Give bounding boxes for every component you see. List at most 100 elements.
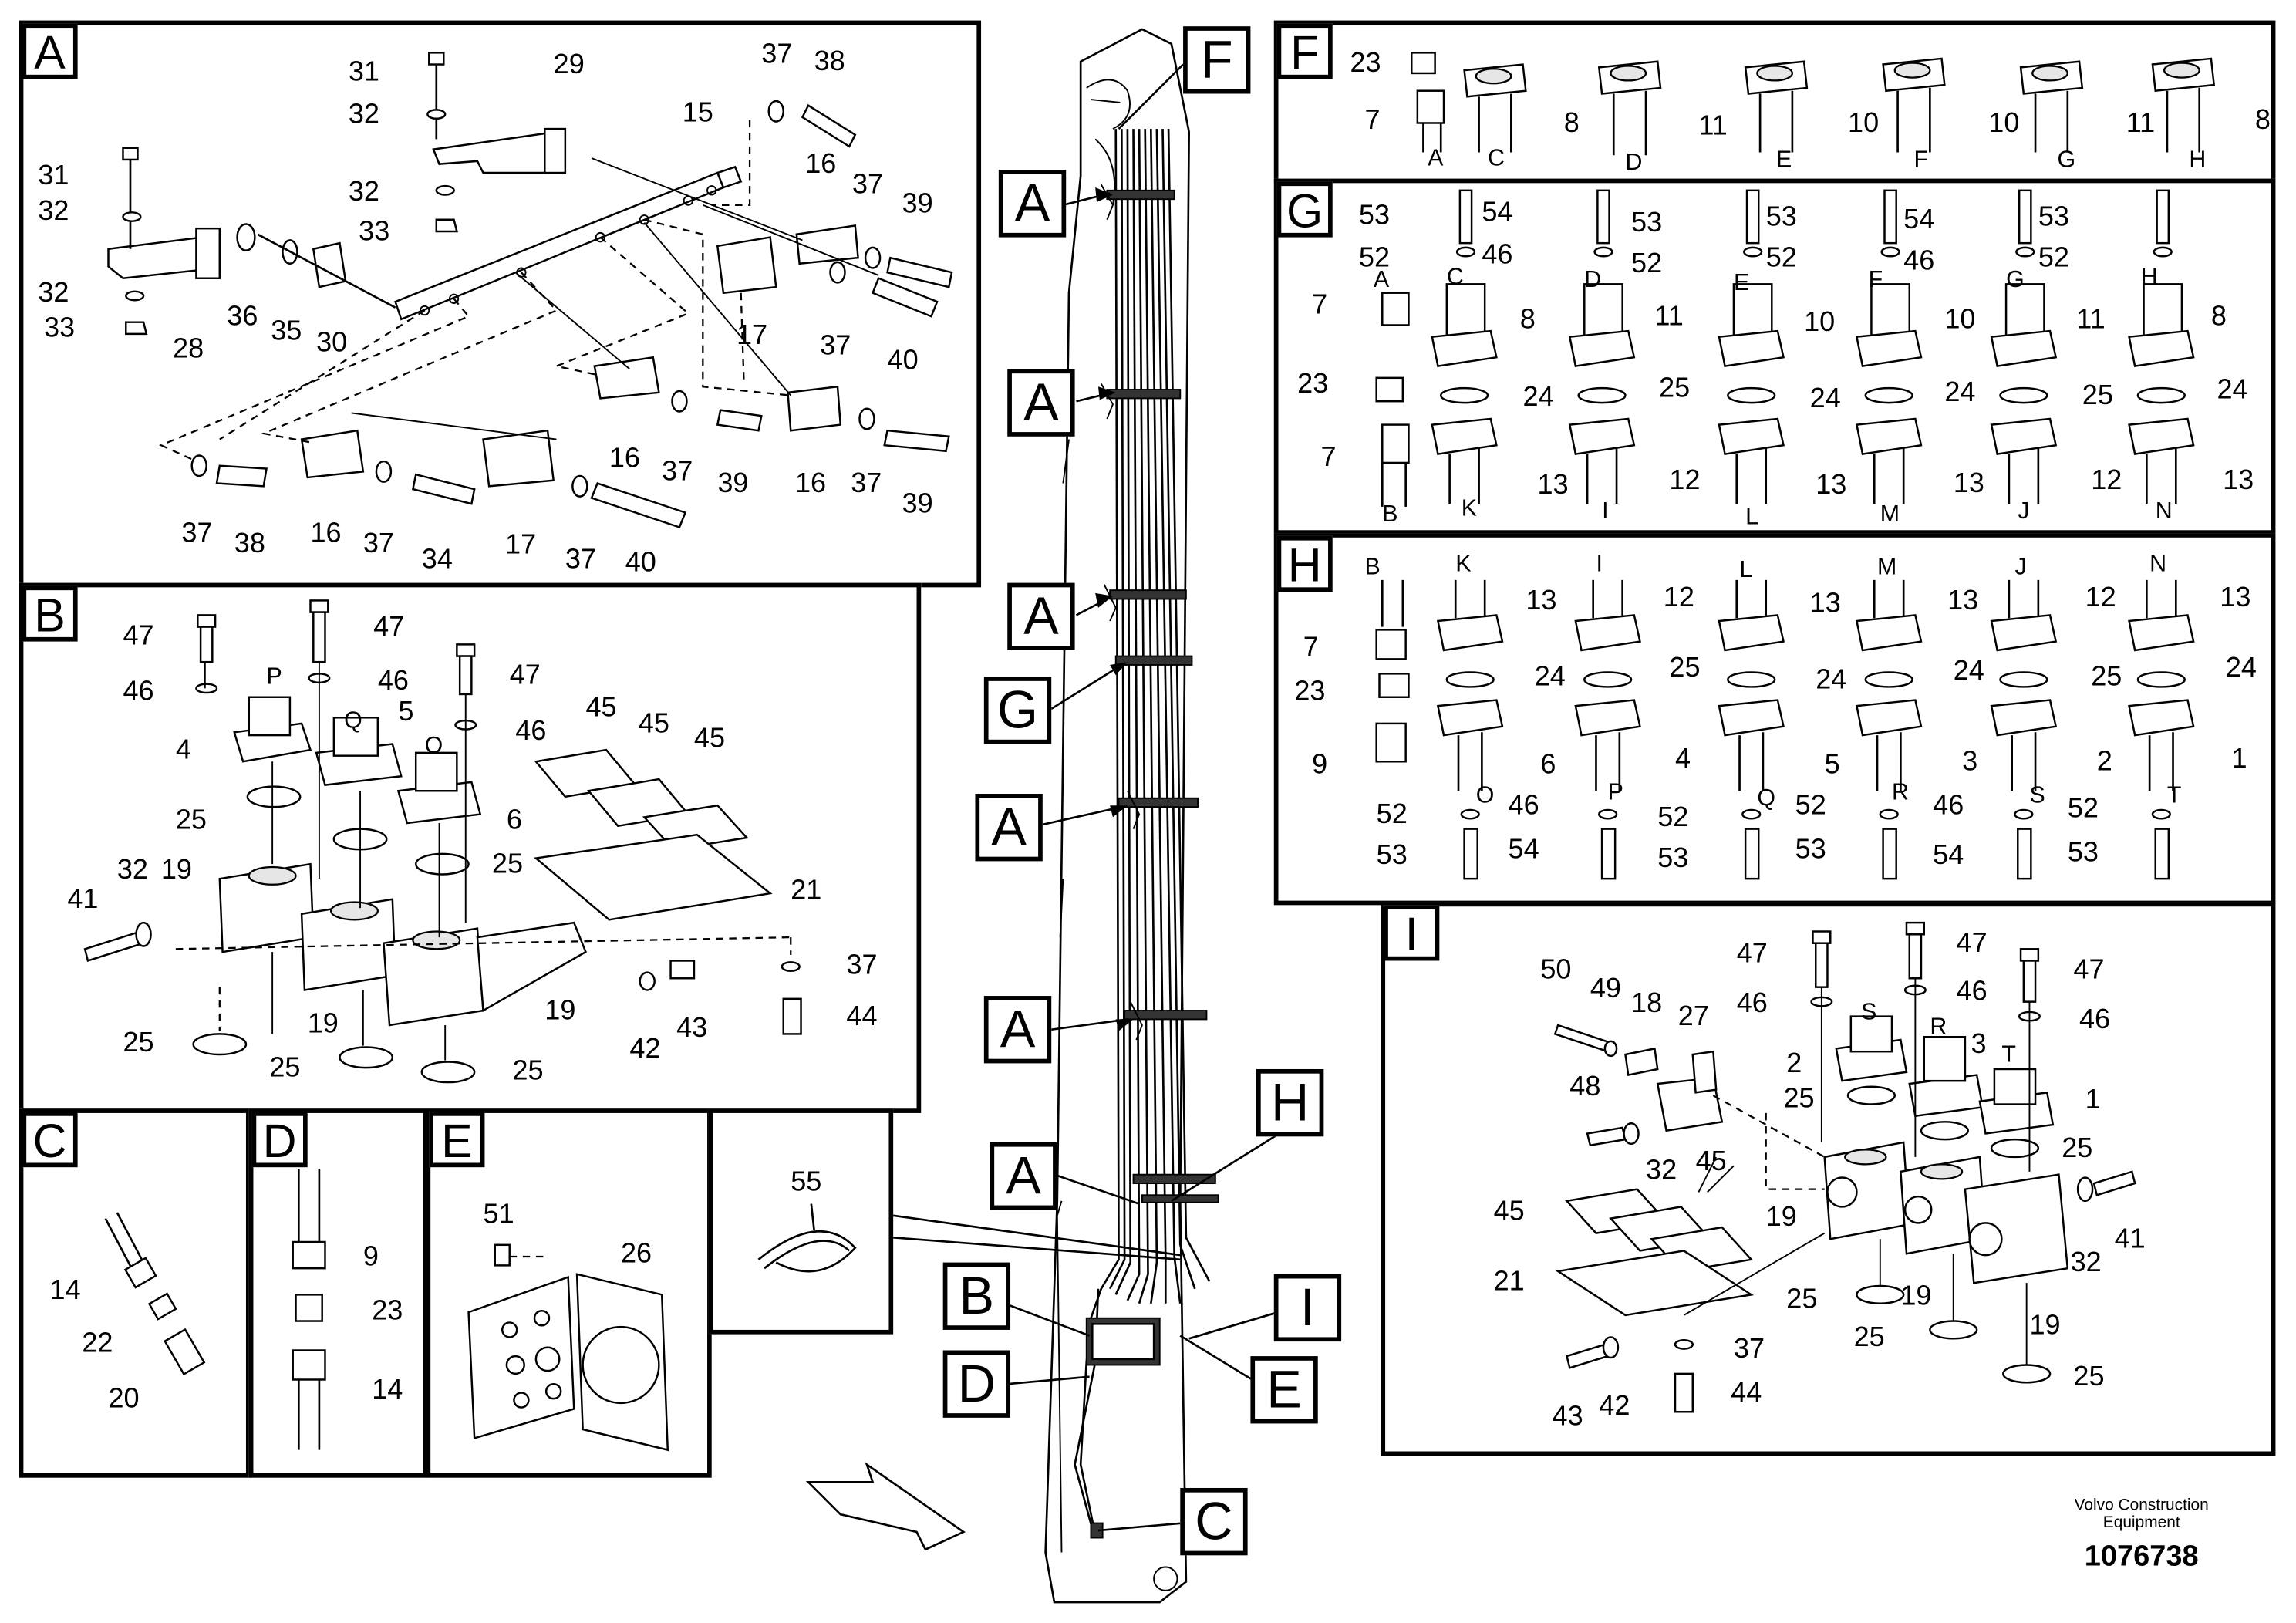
part-label-a-34: 37 [565, 543, 596, 575]
letter-label-h-12: T [2167, 782, 2182, 808]
callout-a-6: A [990, 1142, 1057, 1210]
part-label-c-2: 20 [108, 1382, 139, 1414]
letter-label-h-7: O [1476, 782, 1495, 808]
part-label-i-19: 19 [1766, 1200, 1797, 1232]
panel-e-art [467, 1243, 669, 1452]
part-label-a-29: 38 [234, 527, 265, 558]
part-label-i-27: 19 [2029, 1309, 2060, 1341]
part-label-a-35: 40 [625, 545, 656, 577]
part-label-i-31: 25 [2073, 1360, 2104, 1392]
part-label-f-2: 8 [1564, 106, 1580, 138]
panel-label-d: D [251, 1112, 308, 1168]
part-label-h-28: 54 [1509, 833, 1539, 865]
part-label-d-1: 23 [372, 1294, 403, 1326]
part-label-i-15: 25 [2062, 1132, 2092, 1163]
part-label-tie-0: 55 [791, 1166, 821, 1197]
part-label-b-26: 44 [846, 1000, 877, 1031]
letter-label-g-9: I [1602, 498, 1608, 524]
part-label-g-3: 53 [1766, 200, 1797, 231]
part-label-h-30: 53 [1795, 833, 1826, 865]
part-label-b-14: 21 [791, 874, 821, 906]
part-label-g-6: 52 [1359, 241, 1390, 273]
bolt [1596, 189, 1610, 245]
part-label-g-19: 23 [1297, 367, 1328, 399]
letter-label-g-0: A [1374, 267, 1390, 292]
part-label-a-8: 16 [805, 147, 836, 179]
part-label-a-26: 37 [851, 467, 882, 498]
callout-a-1: A [998, 170, 1067, 238]
clamp-3 [1103, 584, 1187, 622]
part-label-h-15: 6 [1540, 747, 1556, 779]
part-label-h-8: 24 [1535, 660, 1566, 692]
part-label-a-7: 32 [349, 175, 379, 207]
part-label-i-18: 45 [1494, 1195, 1525, 1227]
part-label-g-30: 13 [1954, 467, 1984, 498]
part-label-b-6: 4 [176, 733, 191, 764]
part-label-h-1: 12 [1664, 581, 1694, 612]
part-label-b-7: 5 [398, 695, 413, 727]
callout-e: E [1250, 1356, 1318, 1424]
part-label-i-26: 25 [1854, 1321, 1885, 1352]
part-label-g-1: 54 [1482, 196, 1512, 228]
letter-label-g-4: F [1869, 267, 1883, 292]
part-label-b-4: 46 [378, 664, 409, 696]
part-label-i-24: 32 [2071, 1246, 2102, 1277]
part-label-i-20: 41 [2115, 1223, 2146, 1254]
part-label-i-14: 1 [2085, 1083, 2101, 1115]
part-label-g-29: 13 [1816, 468, 1846, 500]
part-label-a-28: 37 [181, 516, 212, 548]
part-label-h-21: 52 [1377, 798, 1408, 829]
part-label-b-1: 47 [373, 610, 404, 642]
view-direction-arrow-icon [805, 1462, 966, 1551]
panel-label-h: H [1276, 535, 1333, 592]
part-label-h-22: 46 [1509, 789, 1539, 821]
panel-label-f: F [1276, 23, 1333, 79]
part-label-b-23: 25 [513, 1054, 544, 1085]
part-label-b-9: 45 [639, 707, 669, 738]
part-label-g-11: 52 [2038, 241, 2069, 273]
part-label-b-16: 32 [117, 853, 148, 885]
part-label-a-33: 17 [505, 528, 536, 560]
bolt [2018, 189, 2032, 245]
part-label-b-2: 47 [510, 659, 541, 690]
part-label-h-24: 52 [1795, 789, 1826, 821]
footer: Volvo Construction Equipment 1076738 [2043, 1496, 2240, 1574]
part-label-i-22: 25 [1786, 1282, 1817, 1314]
clamp-4 [1114, 655, 1193, 666]
callout-a-3: A [1007, 582, 1075, 650]
part-label-g-22: 24 [1810, 382, 1841, 413]
letter-label-g-6: H [2141, 264, 2158, 289]
part-label-h-10: 24 [1816, 663, 1846, 694]
part-label-g-2: 53 [1631, 206, 1662, 238]
part-label-i-30: 44 [1731, 1376, 1762, 1408]
part-label-g-23: 24 [1944, 376, 1975, 407]
panel-label-e: E [429, 1112, 485, 1168]
part-label-h-3: 13 [1947, 584, 1978, 616]
part-label-a-9: 37 [852, 168, 883, 200]
part-label-g-17: 11 [2076, 302, 2105, 334]
part-label-h-0: 13 [1526, 584, 1556, 616]
part-label-g-7: 46 [1482, 238, 1512, 270]
part-label-b-3: 46 [123, 675, 153, 707]
part-label-b-5: 46 [515, 714, 546, 746]
part-label-f-6: 11 [2126, 106, 2155, 138]
part-label-i-17: 45 [1696, 1145, 1727, 1176]
letter-label-g-5: G [2006, 267, 2025, 292]
part-label-g-27: 13 [1538, 468, 1569, 500]
part-label-h-19: 2 [2097, 745, 2112, 777]
letter-label-h-8: P [1608, 780, 1623, 805]
part-label-f-7: 8 [2255, 103, 2271, 135]
part-label-b-8: 45 [585, 690, 616, 722]
part-label-a-23: 37 [662, 455, 693, 487]
callout-d: D [942, 1350, 1011, 1418]
panel-h-art [1375, 579, 2195, 880]
part-label-c-0: 14 [50, 1274, 81, 1305]
letter-label-g-10: L [1745, 504, 1758, 530]
part-label-g-18: 8 [2211, 299, 2227, 331]
part-label-b-20: 19 [544, 994, 575, 1025]
part-label-h-23: 52 [1657, 801, 1688, 832]
panel-label-a: A [22, 23, 78, 79]
part-label-g-26: 7 [1321, 440, 1337, 472]
callout-leaders [892, 63, 1283, 1532]
